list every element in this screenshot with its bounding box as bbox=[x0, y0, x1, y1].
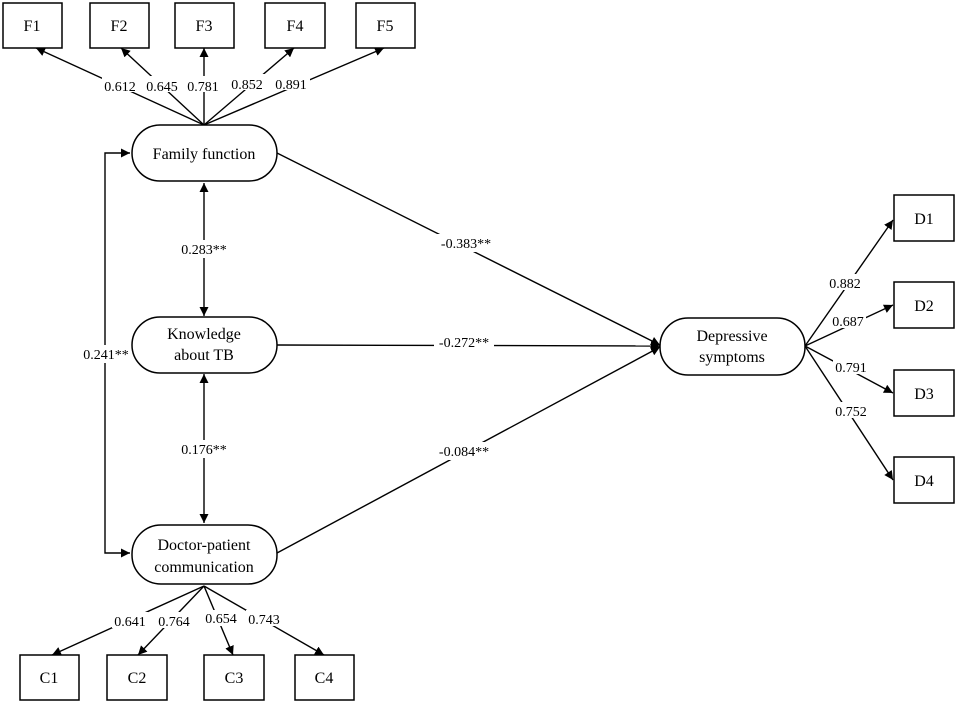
corr-family-knowledge-label: 0.283** bbox=[181, 243, 227, 258]
family-indicators: F1 F2 F3 F4 F5 bbox=[2, 2, 416, 49]
indicator-c4-label: C4 bbox=[315, 670, 334, 687]
latent-doctor-patient: Doctor-patient communication bbox=[131, 524, 278, 585]
loading-c2: 0.764 bbox=[158, 615, 190, 630]
latent-family-function: Family function bbox=[131, 124, 278, 182]
path-doctor-depressive-label: -0.084** bbox=[439, 445, 489, 460]
latent-depressive-symptoms: Depressive symptoms bbox=[659, 317, 806, 376]
loading-c4: 0.743 bbox=[248, 613, 280, 628]
latent-depressive-label-2: symptoms bbox=[699, 349, 765, 366]
depressive-indicators: D1 D2 D3 D4 bbox=[893, 194, 955, 504]
latent-knowledge-label-2: about TB bbox=[174, 347, 234, 364]
indicator-f2-label: F2 bbox=[111, 18, 128, 35]
loading-d4: 0.752 bbox=[835, 405, 867, 420]
loading-d3: 0.791 bbox=[835, 361, 867, 376]
indicator-f2 bbox=[89, 2, 150, 49]
indicator-c2 bbox=[106, 654, 168, 701]
loading-f2: 0.645 bbox=[146, 80, 178, 95]
indicator-c1 bbox=[19, 654, 80, 701]
indicator-d1 bbox=[893, 194, 955, 242]
indicator-d3-label: D3 bbox=[914, 386, 934, 403]
loading-f3: 0.781 bbox=[187, 80, 219, 95]
corr-knowledge-doctor-label: 0.176** bbox=[181, 443, 227, 458]
depressive-loadings: 0.882 0.687 0.791 0.752 bbox=[804, 219, 894, 481]
latent-doctor-label-2: communication bbox=[154, 559, 254, 576]
path-knowledge-depressive-label: -0.272** bbox=[439, 336, 489, 351]
indicator-f4-label: F4 bbox=[287, 18, 304, 35]
corr-family-doctor-label: 0.241** bbox=[83, 348, 129, 363]
indicator-f1-label: F1 bbox=[24, 18, 41, 35]
loading-d2: 0.687 bbox=[832, 315, 864, 330]
family-loadings: 0.612 0.645 0.781 0.852 0.891 bbox=[35, 47, 385, 126]
indicator-c3 bbox=[203, 654, 265, 701]
loading-d1: 0.882 bbox=[829, 277, 861, 292]
doctor-loadings: 0.641 0.764 0.654 0.743 bbox=[51, 585, 325, 656]
loading-f1: 0.612 bbox=[104, 80, 136, 95]
doctor-indicators: C1 C2 C3 C4 bbox=[19, 654, 355, 701]
indicator-d2-label: D2 bbox=[914, 298, 934, 315]
indicator-d2 bbox=[893, 281, 955, 329]
indicator-d4 bbox=[893, 456, 955, 504]
indicator-f3 bbox=[174, 2, 235, 49]
path-family-depressive-label: -0.383** bbox=[441, 237, 491, 252]
latent-family-label: Family function bbox=[153, 146, 256, 163]
indicator-d3 bbox=[893, 369, 955, 417]
indicator-f1 bbox=[2, 2, 63, 49]
indicator-d1-label: D1 bbox=[914, 211, 934, 228]
indicator-c3-label: C3 bbox=[225, 670, 244, 687]
loading-f5: 0.891 bbox=[275, 78, 307, 93]
indicator-f4 bbox=[264, 2, 326, 49]
loading-c1: 0.641 bbox=[114, 615, 146, 630]
indicator-c2-label: C2 bbox=[128, 670, 147, 687]
indicator-d4-label: D4 bbox=[914, 473, 934, 490]
latent-knowledge-tb: Knowledge about TB bbox=[131, 316, 278, 374]
latent-knowledge-label-1: Knowledge bbox=[167, 326, 241, 343]
loading-f4: 0.852 bbox=[231, 78, 263, 93]
indicator-c4 bbox=[294, 654, 355, 701]
loading-c3: 0.654 bbox=[205, 612, 237, 627]
indicator-c1-label: C1 bbox=[40, 670, 59, 687]
indicator-f3-label: F3 bbox=[196, 18, 213, 35]
latent-depressive-label-1: Depressive bbox=[696, 328, 767, 345]
indicator-f5-label: F5 bbox=[377, 18, 394, 35]
latent-doctor-label-1: Doctor-patient bbox=[158, 537, 252, 554]
indicator-f5 bbox=[355, 2, 416, 49]
